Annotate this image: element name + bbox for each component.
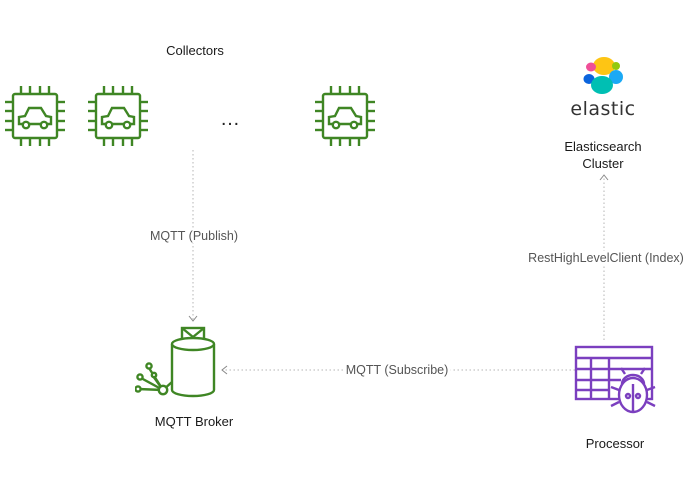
index-arrowhead: [599, 174, 609, 181]
processor-icon: [574, 345, 656, 414]
publish-arrowhead: [188, 315, 198, 322]
mqtt-broker-icon: [135, 326, 216, 398]
processor-label: Processor: [585, 436, 645, 451]
collectors-title: Collectors: [166, 43, 224, 58]
car-chip-icon: [88, 86, 148, 146]
subscribe-arrowhead: [221, 365, 228, 375]
elastic-label-line1: Elasticsearch: [564, 139, 642, 154]
broker-label: MQTT Broker: [154, 414, 234, 429]
elastic-logo-icon: [583, 57, 623, 94]
elastic-label-line2: Cluster: [582, 156, 624, 171]
elastic-logo-text: elastic: [570, 98, 636, 120]
car-chip-icon: [315, 86, 375, 146]
more-collectors-ellipsis: …: [220, 108, 242, 130]
publish-edge-label: MQTT (Publish): [148, 229, 240, 243]
index-edge-label: RestHighLevelClient (Index): [526, 251, 686, 265]
car-chip-icon: [5, 86, 65, 146]
subscribe-edge-label: MQTT (Subscribe): [343, 363, 451, 377]
